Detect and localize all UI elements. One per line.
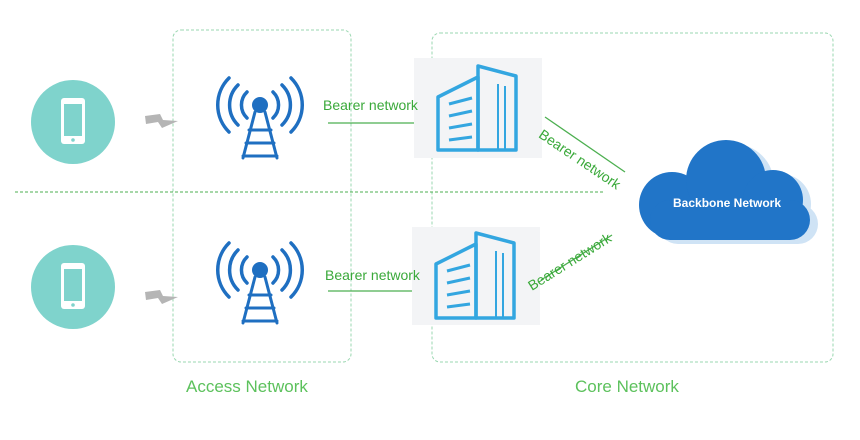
datacenter-building-icon [414, 58, 542, 158]
backbone-network-label: Backbone Network [673, 196, 782, 210]
bearer-network-label: Bearer network [325, 267, 420, 283]
cell-tower-icon [215, 241, 305, 325]
core-network-label: Core Network [575, 377, 679, 396]
bearer-link-line [544, 116, 626, 173]
bearer-network-label: Bearer network [323, 97, 418, 113]
smartphone-icon [31, 245, 115, 329]
lightning-bolt-icon [145, 290, 178, 304]
access-network-label: Access Network [186, 377, 308, 396]
bearer-link-line [540, 234, 613, 281]
cloud-icon [639, 140, 818, 244]
lightning-bolt-icon [145, 114, 178, 128]
access-network-region [172, 29, 352, 363]
smartphone-icon [31, 80, 115, 164]
cell-tower-icon [215, 76, 305, 160]
core-network-region [431, 32, 834, 363]
datacenter-building-icon [412, 227, 540, 325]
